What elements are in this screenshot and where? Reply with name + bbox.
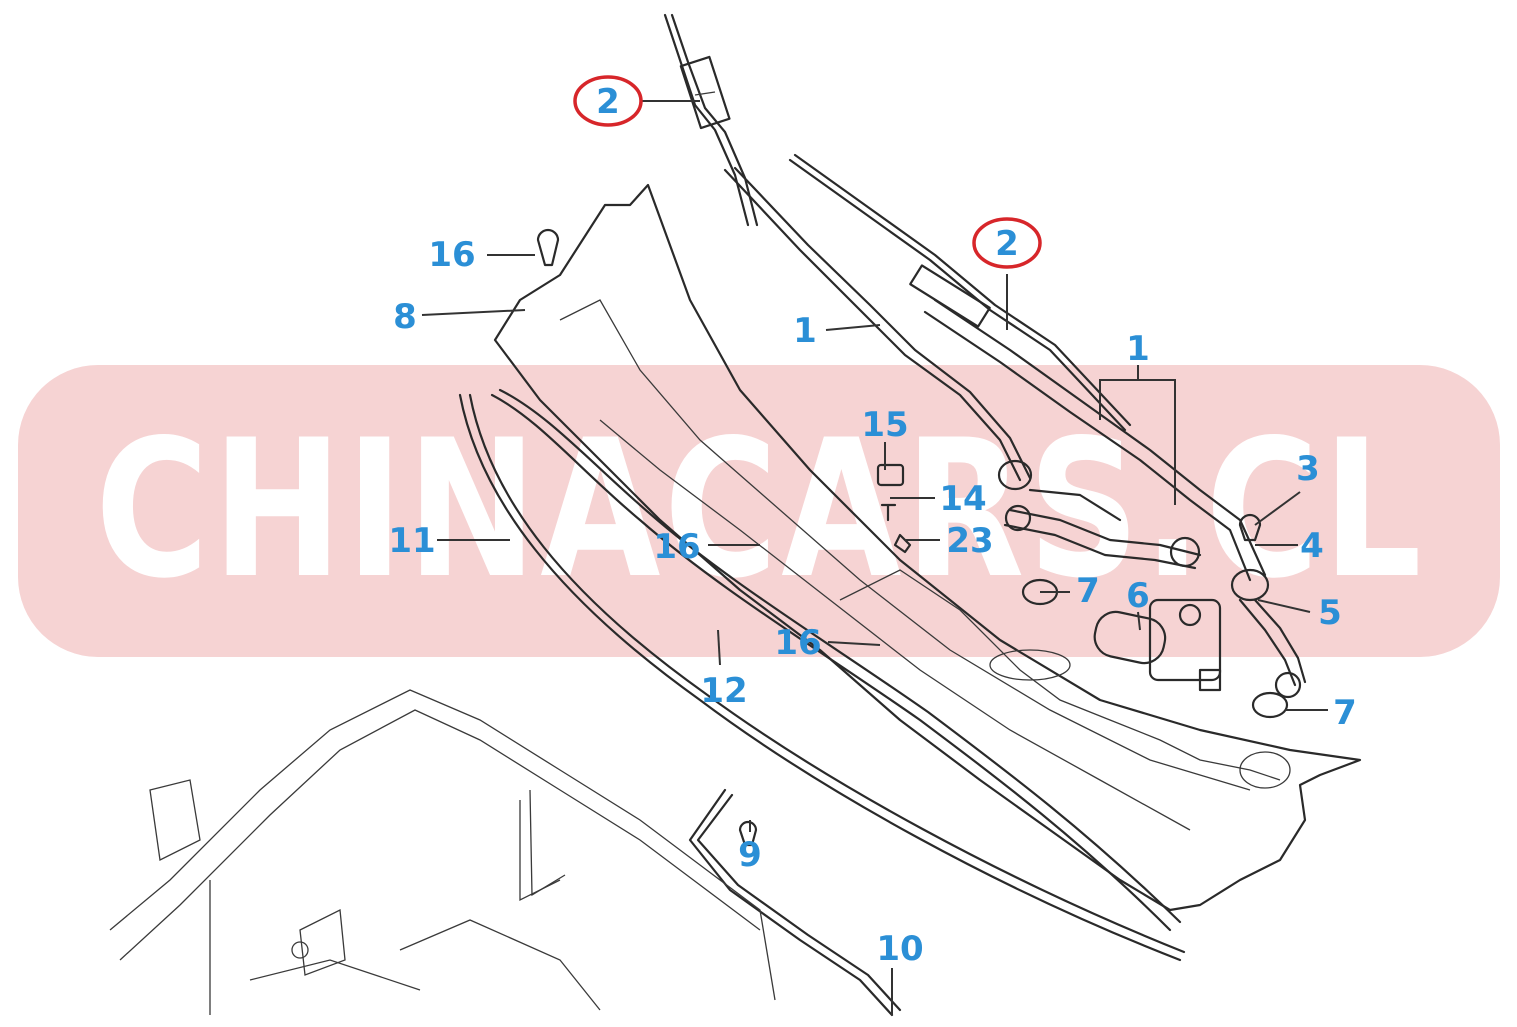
callout-6: 6: [1126, 576, 1150, 616]
callout-8: 8: [393, 297, 417, 337]
callout-11: 11: [388, 521, 435, 561]
callout-1-right: 1: [1126, 329, 1150, 369]
weatherstrip-seals: [458, 388, 1186, 962]
highlight-ring-2-right: [972, 217, 1042, 269]
cowl-panel: [493, 183, 1362, 912]
callout-4: 4: [1300, 526, 1324, 566]
callout-3: 3: [1296, 449, 1320, 489]
part-drawings: [109, 13, 1362, 1017]
callout-15: 15: [861, 405, 908, 445]
callout-16-low: 16: [774, 623, 821, 663]
callout-2-right: 2: [995, 224, 1019, 264]
callout-12: 12: [700, 671, 747, 711]
callouts: 2 2 16 8 1 1 15 14 23 3 4 11 16 7 6 5 16…: [388, 82, 1357, 969]
drain-hose: [688, 788, 902, 1017]
watermark: CHINACARS.CL: [18, 365, 1500, 657]
wiper-linkage: [1003, 488, 1307, 699]
callout-2-top: 2: [596, 82, 620, 122]
callout-14: 14: [939, 479, 986, 519]
callout-7-mid: 7: [1076, 571, 1100, 611]
callout-16-mid: 16: [653, 527, 700, 567]
callout-7-low: 7: [1333, 693, 1357, 733]
callout-1-left: 1: [793, 311, 817, 351]
engine-bay-sketch: [109, 689, 776, 1015]
callout-9: 9: [738, 835, 762, 875]
watermark-text: CHINACARS.CL: [95, 399, 1425, 620]
watermark-band: [18, 365, 1500, 657]
callout-5: 5: [1318, 593, 1342, 633]
callout-16-top: 16: [428, 235, 475, 275]
callout-10: 10: [876, 929, 923, 969]
highlight-ring-2-top: [573, 75, 643, 127]
wiper-arm-right: [923, 298, 1270, 602]
fasteners: [536, 228, 1289, 847]
wiper-blade-left: [663, 13, 759, 227]
callout-23: 23: [946, 521, 993, 561]
leader-lines: [421, 100, 1328, 1015]
highlight-rings: [573, 75, 1042, 269]
wiper-motor: [1093, 598, 1222, 692]
wiper-arm-left: [723, 166, 1033, 491]
